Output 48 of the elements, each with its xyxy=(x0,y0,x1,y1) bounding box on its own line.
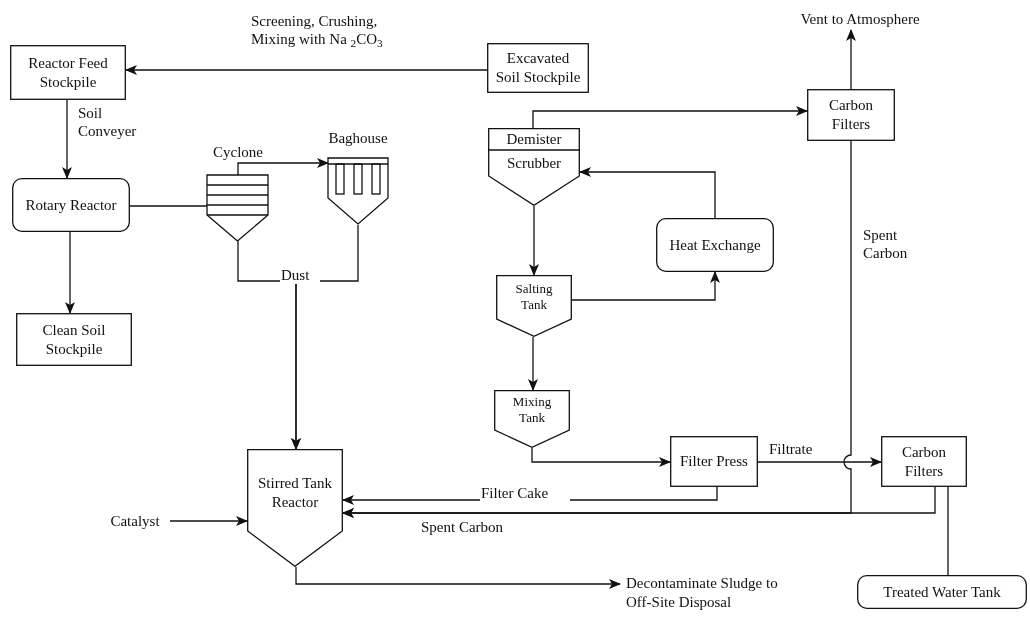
node-label: Demister xyxy=(506,129,562,149)
process-box xyxy=(12,178,130,232)
flow-arrow xyxy=(169,516,248,526)
tank-vessel xyxy=(494,390,570,448)
node-label: Treated Water Tank xyxy=(883,582,1001,602)
node-label: Cyclone xyxy=(213,142,263,162)
node-label: Baghouse xyxy=(328,128,388,148)
flow-arrow xyxy=(125,65,488,75)
node-label: Carbon Filters xyxy=(900,442,948,481)
tank-box xyxy=(857,575,1027,609)
node-label: Reactor Feed Stockpile xyxy=(27,53,109,92)
flow-arrow xyxy=(295,566,621,589)
process-box xyxy=(656,218,774,272)
flow-arrow xyxy=(529,205,539,276)
process-box xyxy=(807,89,895,141)
node-label: Clean Soil Stockpile xyxy=(41,320,107,359)
node-label: Decontaminate Sludge to Off-Site Disposal xyxy=(626,574,779,612)
flow-arrow xyxy=(342,486,936,518)
process-box xyxy=(487,43,589,93)
flow-arrow xyxy=(528,336,538,391)
node-label: Rotary Reactor xyxy=(25,195,117,215)
flow-arrow xyxy=(846,29,856,90)
process-box xyxy=(16,313,132,366)
tank-vessel xyxy=(496,275,572,337)
flow-arrow xyxy=(237,158,329,176)
flow-arrow xyxy=(531,447,671,467)
node-label: Catalyst xyxy=(110,511,160,531)
flow-arrow xyxy=(571,271,720,301)
node-label: Stirred Tank Reactor xyxy=(256,474,334,512)
node-label: Carbon Filters xyxy=(827,96,875,134)
flow-arrow xyxy=(62,99,72,179)
node-label: Filter Press xyxy=(680,452,748,471)
node-label: Scrubber xyxy=(506,153,562,173)
process-box xyxy=(10,45,126,100)
node-label: Vent to Atmosphere xyxy=(800,9,920,29)
node-label: Mixing Tank xyxy=(511,393,553,427)
flow-arrow xyxy=(579,167,716,219)
node-label: Heat Exchange xyxy=(669,235,761,255)
flow-arrow xyxy=(65,231,75,314)
flow-arrow xyxy=(757,457,882,467)
process-box xyxy=(670,436,758,487)
tank-vessel xyxy=(247,449,343,567)
flow-arrow xyxy=(291,224,359,450)
process-box xyxy=(881,436,967,487)
node-label: Salting Tank xyxy=(514,280,554,314)
scrubber-vessel xyxy=(488,128,580,206)
flow-arrow xyxy=(532,106,808,129)
node-label: Excavated Soil Stockpile xyxy=(494,49,582,87)
